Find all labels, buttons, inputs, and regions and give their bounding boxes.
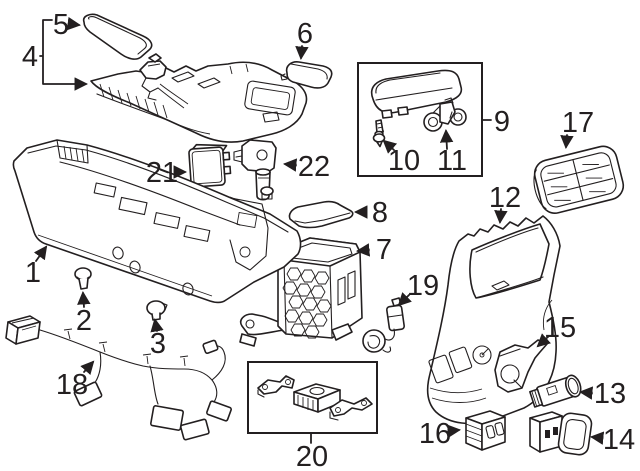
part-trim-5: [82, 13, 153, 60]
callout-label-5: 5: [53, 9, 69, 41]
leader-17: [560, 134, 574, 150]
part-module-21: [188, 143, 232, 188]
leader-lines: [33, 16, 605, 445]
part-hinge-11: [423, 97, 467, 132]
leader-15: [536, 333, 552, 348]
part-shifter-bracket: [139, 53, 189, 109]
part-module-20: [293, 383, 341, 413]
leader-1: [33, 245, 48, 262]
leader-22: [282, 158, 298, 172]
leader-19: [397, 292, 412, 307]
leader-12: [494, 208, 508, 225]
callout-label-20: 20: [296, 441, 328, 471]
part-bracket-15: [494, 339, 548, 393]
callout-label-17: 17: [562, 107, 594, 139]
part-harness-18: [5, 315, 232, 441]
part-outlet-13: [529, 374, 582, 408]
callout-label-9: 9: [494, 106, 510, 138]
part-sensor-22: [233, 139, 277, 201]
callout-label-22: 22: [298, 151, 330, 183]
leader-16: [446, 424, 462, 438]
part-clip-2: [74, 267, 92, 290]
leader-7: [355, 243, 371, 257]
callout-label-6: 6: [297, 18, 313, 50]
part-wire-19: [362, 297, 406, 353]
callout-label-10: 10: [388, 145, 420, 177]
callout-label-2: 2: [76, 305, 92, 337]
callout-label-1: 1: [25, 257, 41, 289]
callout-label-19: 19: [407, 270, 439, 302]
lid-assembly-box: [357, 62, 483, 177]
callout-label-16: 16: [419, 418, 451, 450]
callout-label-14: 14: [603, 424, 635, 456]
callout-label-13: 13: [594, 378, 626, 410]
callout-label-18: 18: [56, 369, 88, 401]
callout-label-15: 15: [544, 312, 576, 344]
callout-label-3: 3: [150, 328, 166, 360]
callout-label-7: 7: [376, 234, 392, 266]
part-bracket-left-20: [257, 375, 295, 398]
part-cap-6: [280, 61, 333, 89]
part-lid-9: [370, 69, 463, 119]
callout-label-11: 11: [437, 145, 467, 177]
callout-label-21: 21: [146, 157, 178, 189]
part-switch-16: [465, 410, 506, 451]
part-console-top-4: [90, 61, 308, 143]
leader-6: [295, 45, 309, 61]
module-assembly-box: [247, 361, 378, 434]
leader-18: [80, 360, 95, 376]
leader-4-bracket: [39, 19, 79, 85]
leader-5: [66, 16, 82, 31]
part-vent-17: [533, 145, 625, 214]
part-outlet-cover-14: [529, 411, 593, 456]
leader-10: [382, 139, 398, 154]
part-clip-3: [146, 300, 168, 321]
leader-2: [77, 290, 91, 308]
leader-13: [578, 386, 594, 400]
leader-14: [589, 431, 605, 445]
callout-label-8: 8: [372, 197, 388, 229]
leader-3: [150, 318, 164, 333]
part-screw-10: [372, 119, 386, 148]
callout-label-12: 12: [489, 182, 521, 214]
callout-label-4: 4: [22, 41, 38, 73]
part-mat-8: [288, 200, 354, 229]
part-bracket-right-20: [329, 397, 373, 421]
part-console-body-1: [12, 139, 302, 304]
leader-11: [439, 128, 454, 150]
